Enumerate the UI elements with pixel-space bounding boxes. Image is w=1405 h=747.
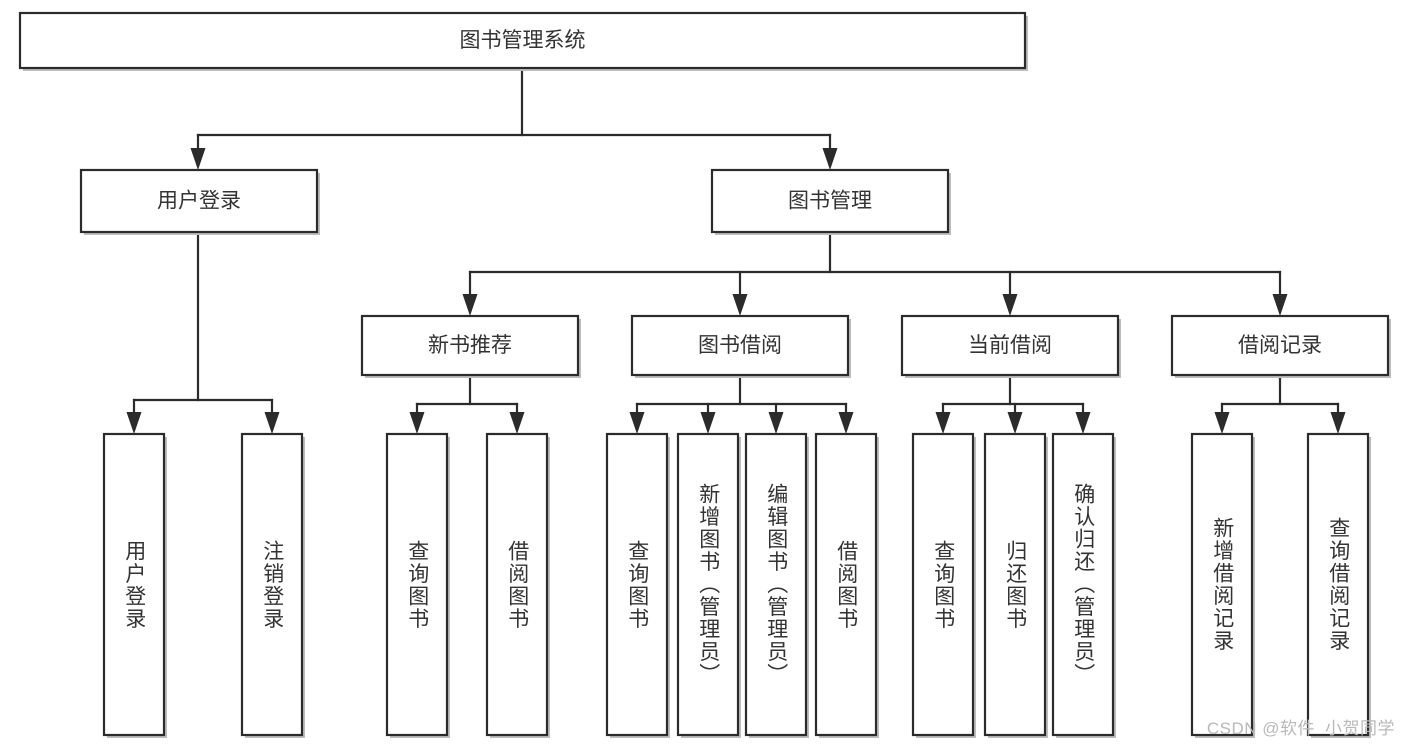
connectors-layer (126, 66, 1346, 434)
arrow-head-icon (509, 412, 525, 434)
node-label-user-login: 用户登录 (157, 190, 241, 213)
arrow-head-icon (629, 412, 645, 434)
node-box-leaf-edit-book-admin[interactable] (744, 432, 808, 737)
arrow-head-icon (462, 294, 478, 316)
arrow-head-icon (822, 148, 838, 170)
node-box-leaf-logout[interactable] (240, 432, 304, 737)
arrow-head-icon (732, 294, 748, 316)
arrow-head-icon (1214, 412, 1230, 434)
boxes-layer (18, 11, 1391, 738)
arrow-head-icon (935, 412, 951, 434)
connector-group-borrow-records (1214, 373, 1346, 434)
arrow-head-icon (1075, 412, 1091, 434)
arrow-head-icon (409, 412, 425, 434)
node-label-book-borrow: 图书借阅 (698, 334, 782, 357)
connector-group-book-management (462, 230, 1288, 316)
node-box-leaf-user-login[interactable] (102, 432, 166, 737)
arrow-head-icon (768, 412, 784, 434)
node-box-leaf-confirm-return-admin[interactable] (1051, 432, 1115, 737)
node-box-root[interactable] (18, 11, 1027, 70)
node-label-new-book-recommend: 新书推荐 (428, 334, 512, 357)
connector-group-new-book-recommend (409, 373, 525, 434)
node-box-new-book-recommend[interactable] (360, 314, 580, 377)
node-box-leaf-add-book-admin[interactable] (676, 432, 740, 737)
node-box-leaf-borrow-book-rec[interactable] (485, 432, 549, 737)
node-box-leaf-query-book-rec[interactable] (385, 432, 449, 737)
node-box-borrow-records[interactable] (1170, 314, 1390, 377)
arrow-head-icon (1272, 294, 1288, 316)
node-box-leaf-add-borrow-record[interactable] (1190, 432, 1254, 737)
node-box-user-login[interactable] (79, 168, 319, 234)
connector-group-root (190, 66, 838, 170)
node-box-leaf-return-book[interactable] (983, 432, 1047, 737)
arrow-head-icon (700, 412, 716, 434)
node-label-root: 图书管理系统 (460, 29, 586, 52)
node-label-borrow-records: 借阅记录 (1238, 334, 1322, 357)
arrow-head-icon (1330, 412, 1346, 434)
arrow-head-icon (1007, 412, 1023, 434)
node-box-leaf-query-borrow-record[interactable] (1306, 432, 1370, 737)
node-label-current-borrow: 当前借阅 (968, 334, 1052, 357)
arrow-head-icon (838, 412, 854, 434)
arrow-head-icon (264, 412, 280, 434)
node-box-book-management[interactable] (710, 168, 950, 234)
watermark-text: CSDN @软件_小贺同学 (1206, 719, 1395, 738)
node-box-leaf-query-book-borrow[interactable] (605, 432, 669, 737)
connector-group-book-borrow (629, 373, 854, 434)
node-box-leaf-borrow-book[interactable] (814, 432, 878, 737)
node-box-book-borrow[interactable] (630, 314, 850, 377)
connector-group-current-borrow (935, 373, 1091, 434)
node-box-leaf-query-book-current[interactable] (911, 432, 975, 737)
connector-group-user-login (126, 230, 280, 434)
node-box-current-borrow[interactable] (900, 314, 1120, 377)
arrow-head-icon (126, 412, 142, 434)
arrow-head-icon (1002, 294, 1018, 316)
arrow-head-icon (190, 148, 206, 170)
node-label-book-management: 图书管理 (788, 190, 872, 213)
